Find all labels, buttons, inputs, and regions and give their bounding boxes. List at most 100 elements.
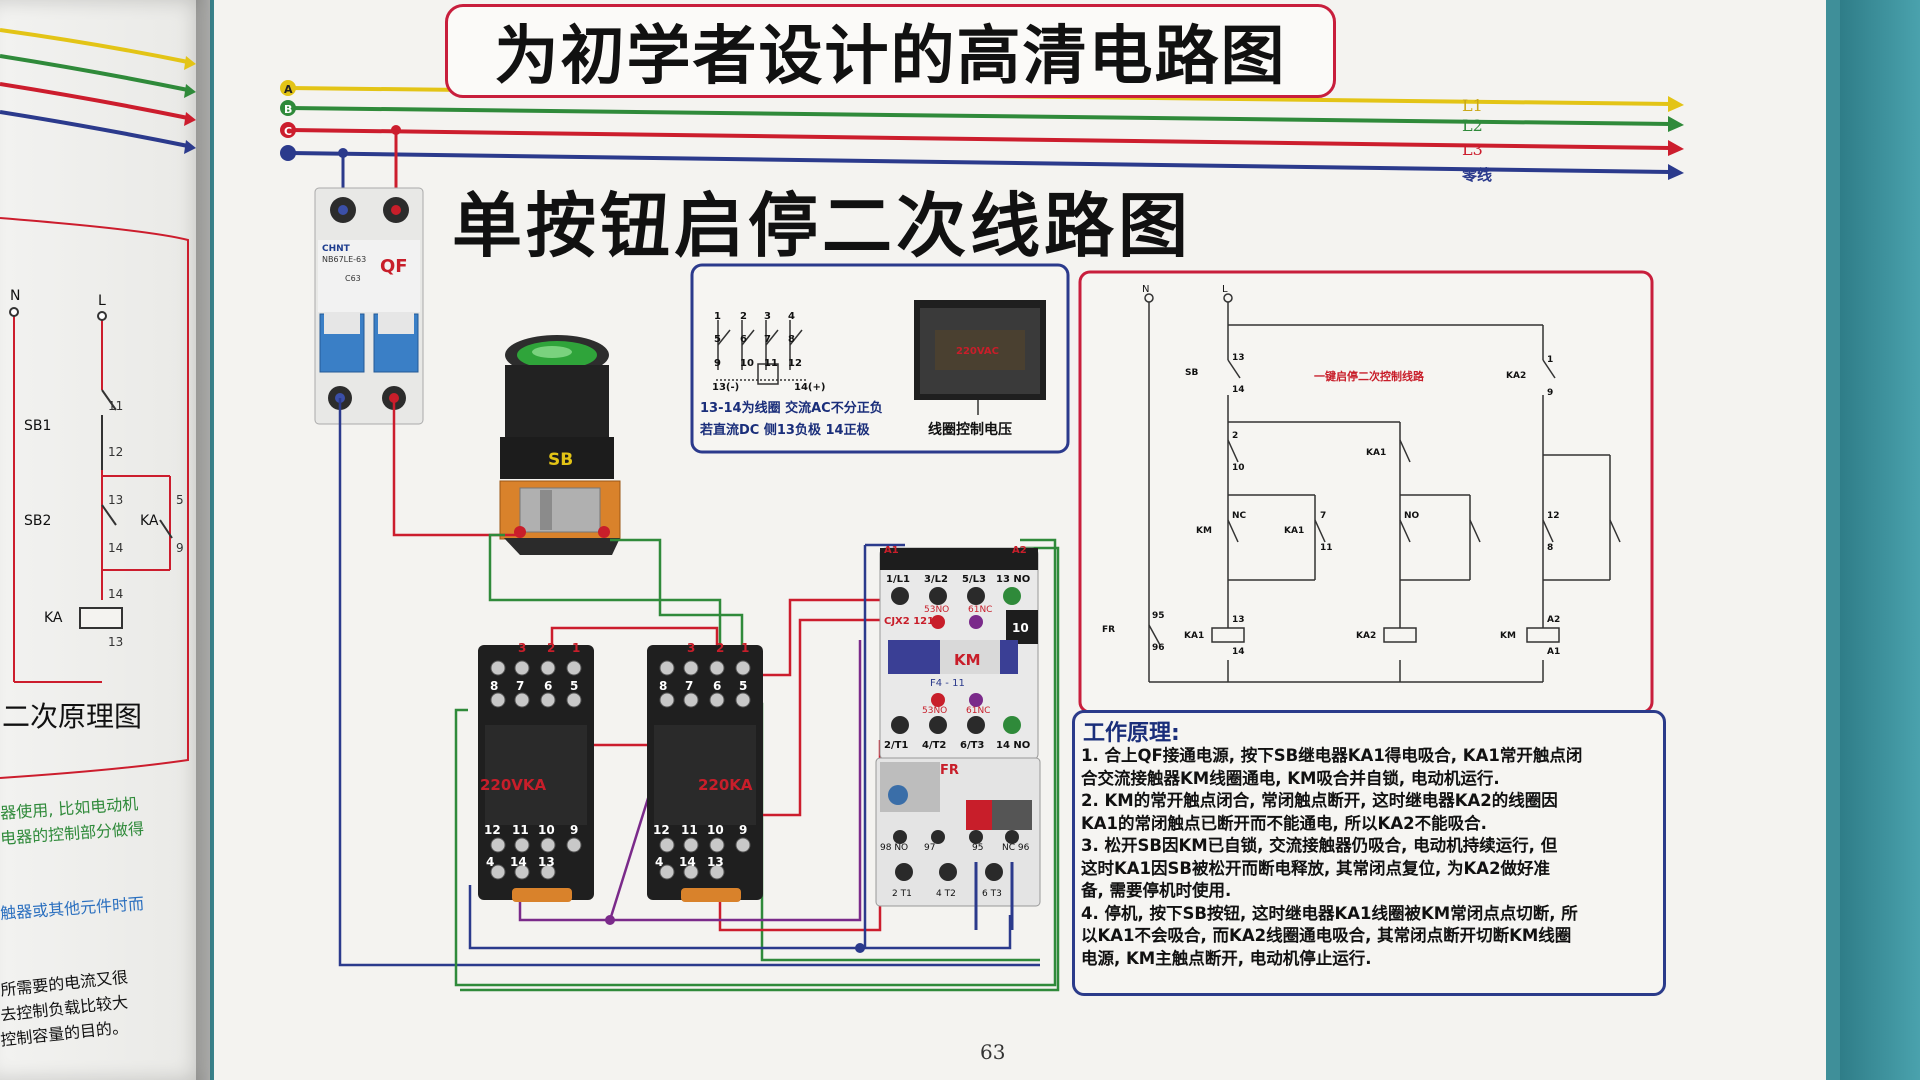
sch-label-95: 95 [1152, 611, 1165, 621]
diagram-subtitle: 单按钮启停二次线路图 [452, 185, 1192, 267]
l3-label: L3 [1462, 140, 1483, 159]
left-num-13: 13 [108, 493, 123, 507]
left-num-5: 5 [176, 493, 184, 507]
sch-label-96: 96 [1152, 643, 1165, 653]
work-line: 电源, KM主触点断开, 电动机停止运行. [1081, 948, 1372, 968]
overload-t1: 98 NO [880, 843, 908, 853]
sch-label-9: 9 [1547, 388, 1553, 398]
legend-pin-9: 9 [714, 358, 721, 369]
relay-right-label: 220KA [698, 776, 753, 794]
relay-left-t2: 2 [547, 641, 555, 655]
l3-arrow [1668, 140, 1684, 156]
left-num-14: 14 [108, 541, 123, 555]
relay-right-t2: 2 [716, 641, 724, 655]
relay-right-t3: 3 [687, 641, 695, 655]
push-button-sb: SB [499, 335, 621, 555]
dot-c-label: C [284, 125, 292, 138]
left-num-14b: 14 [108, 587, 123, 601]
contactor-b3: 6/T3 [960, 740, 984, 751]
work-line: 3. 松开SB因KM已自锁, 交流接触器仍吸合, 电动机持续运行, 但 [1081, 836, 1558, 855]
neutral-label: 零线 [1461, 166, 1492, 184]
relay-legend-box: 1 2 3 4 5 6 7 8 9 10 11 12 13(-) 14(+) 1… [690, 263, 1070, 454]
breaker-model: NB67LE-63 [322, 255, 366, 264]
schematic-wires [1148, 300, 1621, 683]
relay-base-right: 220KA 3 2 1 8 7 6 5 12 11 10 9 4 14 13 [647, 641, 763, 902]
relay-base-left: 220VKA 3 2 1 8 7 6 5 12 11 10 9 4 14 13 [478, 641, 594, 902]
left-num-12: 12 [108, 445, 123, 459]
sch-label-11: 11 [1320, 543, 1333, 553]
left-caption: 二次原理图 [2, 700, 143, 733]
relay-right-b13: 13 [707, 855, 724, 869]
contactor-a1: A1 [884, 545, 899, 556]
title-banner: 为初学者设计的高清电路图 [445, 4, 1336, 98]
contactor-t1: 1/L1 [886, 574, 910, 585]
sch-label-10: 10 [1232, 463, 1245, 473]
contactor-model: CJX2 1210 [884, 616, 941, 627]
l1-arrow [1668, 96, 1684, 112]
legend-coil-voltage: 线圈控制电压 [928, 421, 1012, 438]
dot-c [280, 122, 296, 138]
sch-label-ka2-coil: KA2 [1356, 631, 1376, 641]
dot-b-label: B [284, 103, 292, 116]
left-schematic-border [0, 217, 189, 779]
contactor-t3: 5/L3 [962, 574, 986, 585]
left-bus-lines [0, 28, 196, 154]
contactor-aux-bottom-1: 53NO [922, 706, 947, 716]
overload-t2: 97 [924, 843, 935, 853]
schematic-terminal-l: L [1222, 284, 1228, 295]
push-button-label: SB [548, 450, 573, 470]
work-principle-text: 1. 合上QF接通电源, 按下SB继电器KA1得电吸合, KA1常开触点闭 合交… [1081, 745, 1657, 970]
contactor-t2: 3/L2 [924, 574, 948, 585]
work-line: 备, 需要停机时使用. [1081, 881, 1232, 900]
legend-pin-7: 7 [764, 334, 771, 345]
legend-pin-3: 3 [764, 311, 771, 322]
left-page [0, 0, 210, 1080]
dot-n [280, 145, 296, 161]
page-number: 63 [980, 1040, 1006, 1064]
left-sb2: SB2 [24, 513, 51, 529]
breaker-label: QF [380, 256, 408, 277]
legend-pin-8: 8 [788, 334, 795, 345]
work-line: 4. 停机, 按下SB按钮, 这时继电器KA1线圈被KM常闭点点切断, 所 [1081, 903, 1578, 923]
l2-arrow [1668, 116, 1684, 132]
sch-label-no: NO [1404, 511, 1420, 521]
legend-pin-1: 1 [714, 311, 721, 322]
work-principle-box: 工作原理: 1. 合上QF接通电源, 按下SB继电器KA1得电吸合, KA1常开… [1072, 710, 1666, 996]
relay-right-b9: 9 [739, 823, 747, 837]
left-terminal-l: L [98, 293, 106, 309]
page-title: 为初学者设计的高清电路图 [494, 20, 1287, 94]
relay-left-b13: 13 [538, 855, 555, 869]
contactor-b4: 14 NO [996, 740, 1030, 751]
sch-label-a1: A1 [1547, 647, 1560, 657]
sch-label-8: 8 [1547, 543, 1553, 553]
relay-left-b9: 9 [570, 823, 578, 837]
schematic-box: N L 一键启停二次控制线路 SB 13 14 KA2 1 9 2 10 KA1… [1078, 270, 1654, 714]
sch-label-a2: A2 [1547, 615, 1560, 625]
legend-pin-2: 2 [740, 311, 747, 322]
overload-t3: 95 [972, 843, 983, 853]
sch-label-ka2: KA2 [1506, 371, 1526, 381]
legend-pin-4: 4 [788, 311, 795, 322]
left-schematic-wires [13, 315, 171, 683]
legend-pin-11: 11 [764, 358, 778, 369]
legend-coil-neg: 13(-) [712, 382, 739, 393]
contactor-aux-top-1: 53NO [924, 605, 949, 615]
sch-label-coil-14: 14 [1232, 647, 1245, 657]
relay-right-b12: 12 [653, 823, 670, 837]
contactor-a2: A2 [1012, 545, 1027, 556]
overload-out-1: 2 T1 [892, 889, 912, 899]
left-terminal-n: N [10, 288, 20, 304]
work-line: KA1的常闭触点已断开而不能通电, 所以KA2不能吸合. [1081, 813, 1487, 833]
left-schematic-numbers: 11 12 13 14 5 9 14 13 [108, 399, 184, 649]
legend-note-2: 若直流DC 侧13负极 14正极 [699, 422, 871, 438]
contactor-label: KM [954, 651, 981, 669]
relay-left-t1: 1 [572, 641, 580, 655]
legend-pin-12: 12 [788, 358, 802, 369]
circuit-breaker-qf: CHNT NB67LE-63 C63 QF [314, 187, 424, 425]
relay-right-m8: 8 [659, 679, 667, 693]
relay-right-m7: 7 [685, 679, 693, 693]
overload-label: FR [940, 763, 959, 778]
contactor-aux-bottom-2: 61NC [966, 706, 990, 716]
